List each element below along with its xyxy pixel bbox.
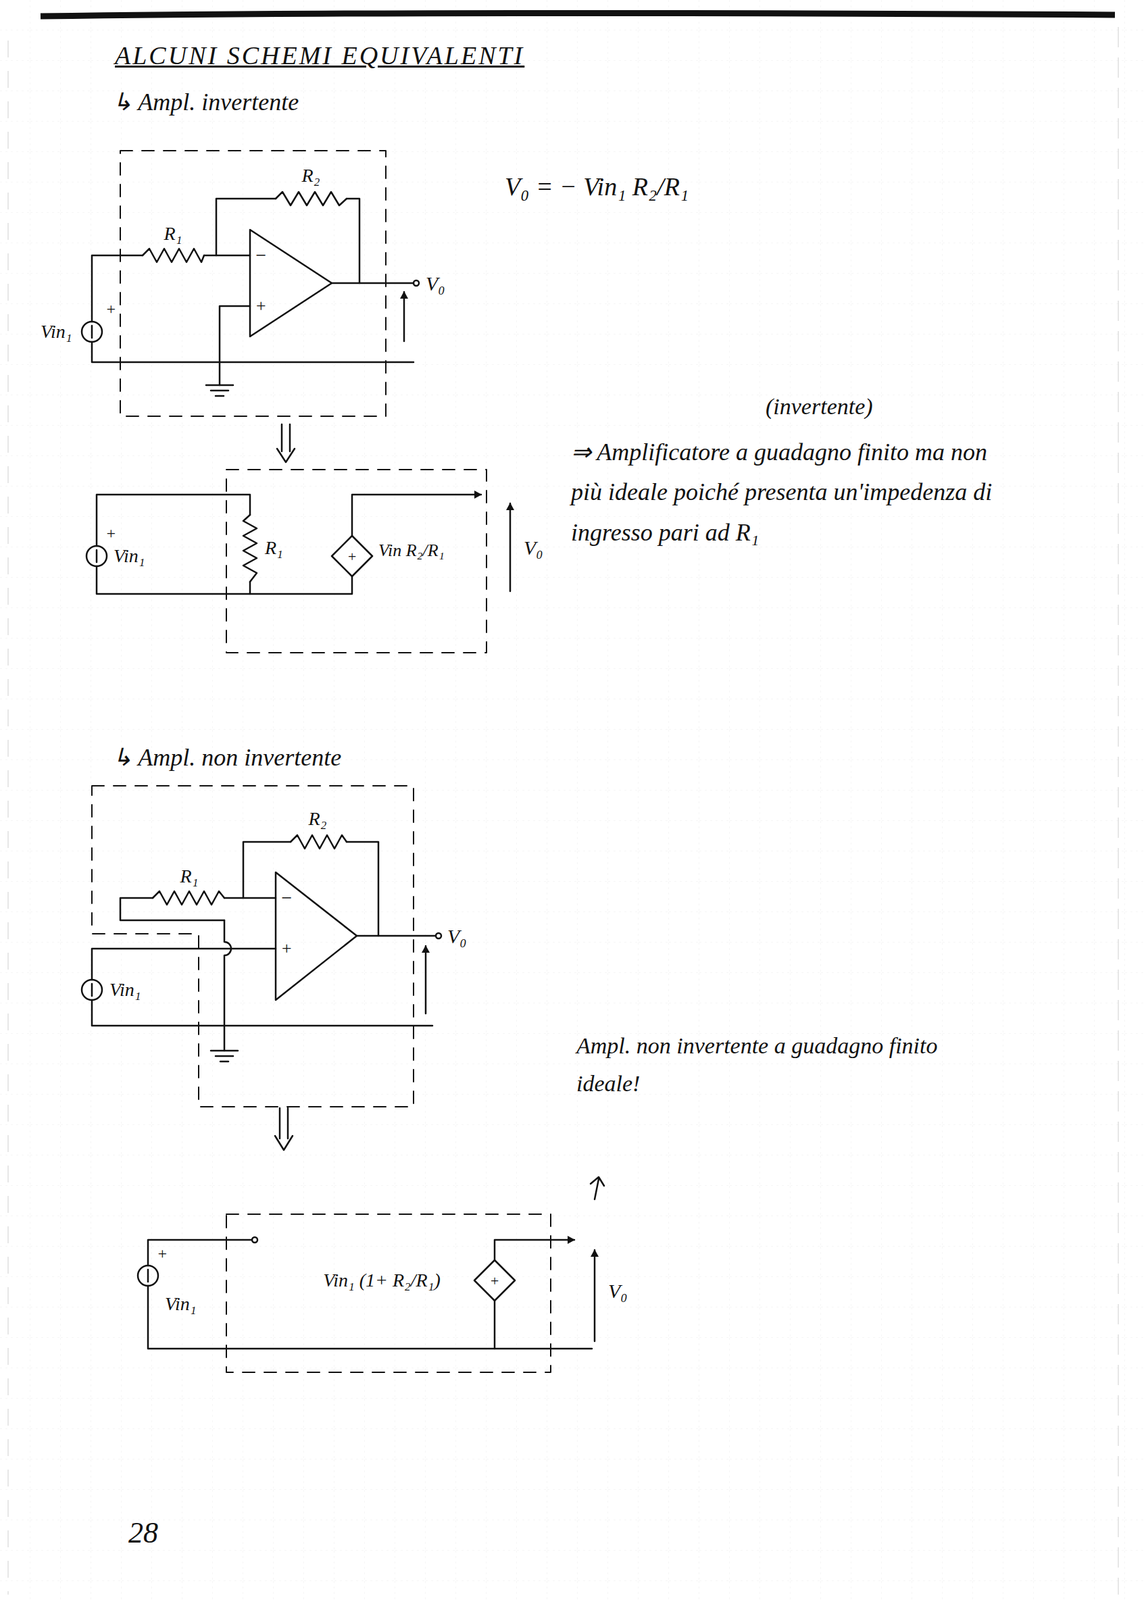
gain-label: Vin₁ (1+ R₂/R₁)	[322, 1268, 441, 1293]
wire	[494, 1239, 575, 1261]
pin-label: +	[280, 937, 293, 961]
polarity-mark: +	[347, 547, 358, 567]
wire	[96, 494, 251, 546]
voltage-source	[81, 979, 103, 1001]
voltage-source	[86, 545, 107, 567]
terminal	[252, 1237, 258, 1243]
resistor-symbol	[290, 835, 347, 849]
signal-name: Vin₁	[109, 977, 142, 1003]
resistor-symbol	[243, 514, 257, 582]
formula: V₀ = − Vin₁ R₂/R₁	[504, 170, 689, 204]
wire	[91, 255, 143, 322]
wire	[493, 1300, 496, 1349]
pin-label: −	[280, 885, 294, 911]
wire	[249, 581, 252, 594]
dashed-boundary	[226, 469, 487, 653]
margin-ticks	[8, 40, 9, 1595]
signal-name: Vin₁	[40, 319, 73, 344]
voltage-arrow	[403, 291, 406, 342]
resistor-symbol	[152, 891, 225, 905]
resistor-symbol	[142, 248, 205, 263]
wire	[204, 254, 251, 257]
voltage-source	[147, 1269, 150, 1282]
polarity-mark: +	[105, 522, 117, 544]
top-bar	[40, 12, 1115, 17]
voltage-arrow	[593, 1250, 596, 1342]
terminal	[435, 933, 442, 939]
section-heading: ↳ Ampl. invertente	[112, 86, 299, 119]
wire	[352, 494, 482, 536]
pointer-arrow	[590, 1177, 605, 1200]
wire	[331, 282, 414, 285]
voltage-arrow	[425, 945, 428, 1014]
component-label: R₁	[180, 864, 199, 889]
voltage-source	[91, 983, 94, 996]
wire	[224, 920, 232, 1051]
polarity-mark: +	[105, 298, 117, 320]
component-label: R₂	[308, 806, 328, 832]
wire	[346, 198, 360, 284]
ground-symbol	[210, 1050, 238, 1062]
wire	[224, 897, 276, 900]
pin-label: −	[254, 243, 268, 268]
note: ⇒ Amplificatore a guadagno finito ma non…	[570, 432, 1024, 553]
wire	[91, 948, 276, 980]
wire	[147, 1285, 592, 1349]
wire	[356, 935, 436, 938]
wire	[346, 841, 379, 936]
component-label: R₁	[164, 221, 183, 246]
voltage-source	[81, 321, 103, 342]
voltage-source	[91, 325, 94, 338]
component-label: R₁	[264, 535, 284, 561]
double-arrow	[277, 424, 295, 463]
signal-name: Vin₁	[113, 543, 146, 569]
wire	[91, 1000, 433, 1026]
voltage-source	[137, 1265, 159, 1286]
wire	[91, 341, 414, 363]
ground-symbol	[206, 385, 234, 396]
voltage-arrow	[509, 503, 512, 592]
page-number: 28	[128, 1513, 159, 1553]
pin-label: +	[254, 294, 267, 318]
signal-name: V₀	[608, 1277, 628, 1305]
wire	[219, 306, 251, 386]
polarity-mark: +	[489, 1271, 501, 1292]
note: Ampl. non invertente a guadagno finito i…	[576, 1027, 955, 1103]
voltage-source	[95, 550, 98, 563]
opamp-symbol	[275, 872, 357, 1001]
wire	[96, 566, 353, 594]
terminal	[413, 280, 419, 286]
wire	[147, 1239, 253, 1266]
signal-name: Vin₁	[164, 1291, 197, 1317]
page-title: ALCUNI SCHEMI EQUIVALENTI	[114, 40, 525, 71]
wire	[120, 898, 225, 921]
note: (invertente)	[765, 391, 874, 422]
dependent-source	[474, 1260, 515, 1301]
signal-name: V₀	[447, 923, 467, 950]
gain-label: Vin R₂/R₁	[378, 539, 445, 563]
opamp-symbol	[250, 229, 332, 337]
dependent-source	[331, 535, 373, 577]
polarity-mark: +	[156, 1243, 168, 1265]
component-label: R₂	[302, 163, 321, 188]
double-arrow	[275, 1108, 293, 1151]
resistor-symbol	[275, 191, 347, 206]
section-heading: ↳ Ampl. non invertente	[112, 741, 342, 774]
signal-name: V₀	[425, 270, 446, 297]
dashed-boundary	[91, 785, 414, 1107]
signal-name: V₀	[523, 534, 544, 561]
margin-ticks	[1118, 27, 1119, 1595]
